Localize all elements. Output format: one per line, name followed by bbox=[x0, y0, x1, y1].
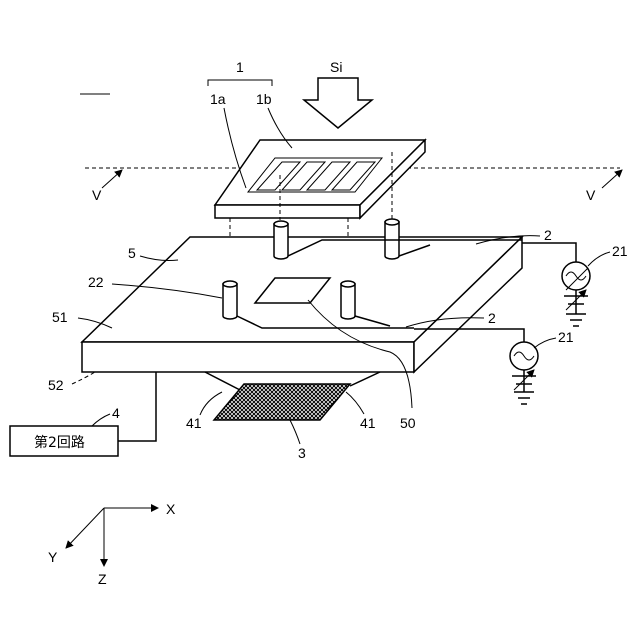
stage-5: 5 51 52 bbox=[48, 237, 522, 393]
axis-y-label: Y bbox=[48, 549, 58, 565]
v-right-label: V bbox=[586, 187, 596, 203]
label-41-left: 41 bbox=[186, 415, 202, 431]
v-left-label: V bbox=[92, 187, 102, 203]
label-41-right: 41 bbox=[360, 415, 376, 431]
label-21-top: 21 bbox=[612, 243, 628, 259]
label-2-top: 2 bbox=[544, 227, 552, 243]
axis-z-label: Z bbox=[98, 571, 107, 587]
axis-x-label: X bbox=[166, 501, 176, 517]
second-circuit-4: 第2回路 4 bbox=[10, 372, 156, 456]
power-supply-top: 21 bbox=[522, 243, 628, 326]
label-52: 52 bbox=[48, 377, 64, 393]
mesh-3: 41 41 3 bbox=[186, 372, 380, 461]
label-2-bottom: 2 bbox=[488, 310, 496, 326]
label-21-bottom: 21 bbox=[558, 329, 574, 345]
label-50: 50 bbox=[400, 415, 416, 431]
label-5: 5 bbox=[128, 245, 136, 261]
label-51: 51 bbox=[52, 309, 68, 325]
label-22: 22 bbox=[88, 274, 104, 290]
si-arrow: Si bbox=[304, 59, 372, 128]
si-label: Si bbox=[330, 59, 342, 75]
label-1a: 1a bbox=[210, 91, 226, 107]
second-circuit-label: 第2回路 bbox=[34, 434, 85, 451]
label-4: 4 bbox=[112, 405, 120, 421]
label-1b: 1b bbox=[256, 91, 272, 107]
label-1: 1 bbox=[236, 59, 244, 75]
label-3: 3 bbox=[298, 445, 306, 461]
coordinate-axes: X Y Z bbox=[48, 501, 176, 587]
